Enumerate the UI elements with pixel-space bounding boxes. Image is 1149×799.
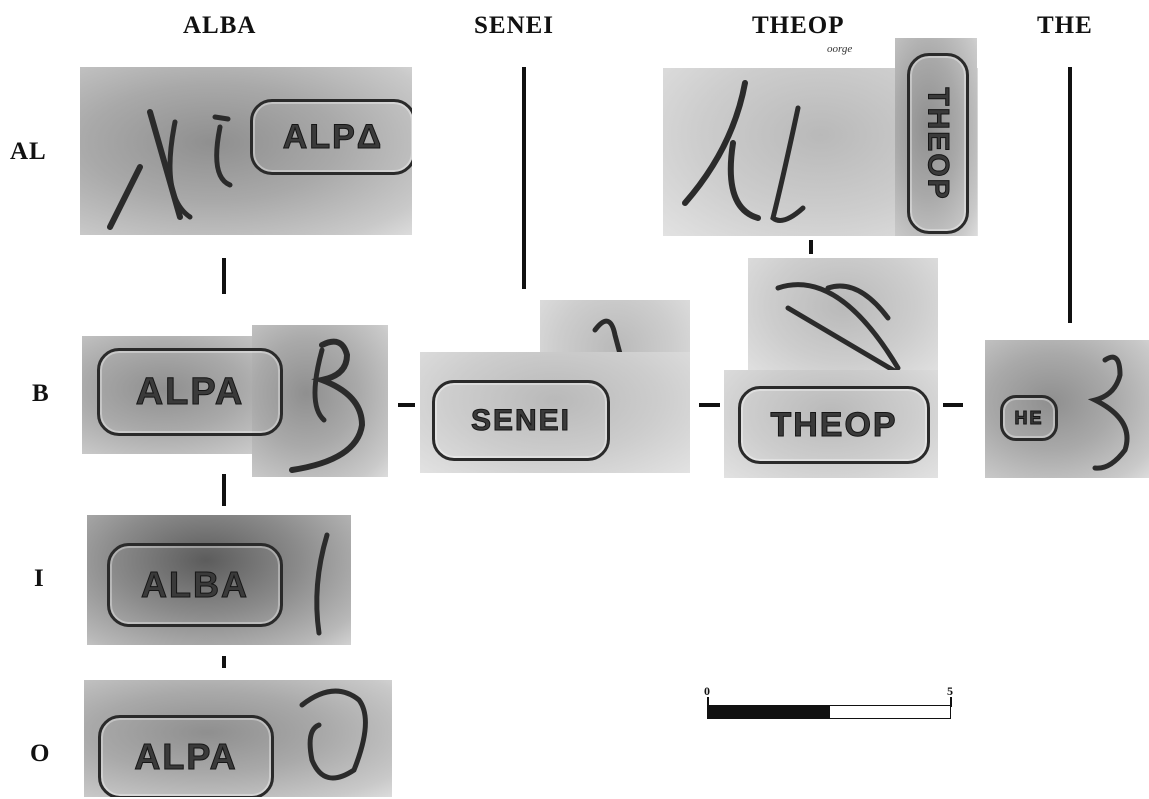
connector-b-senei-theop (699, 403, 720, 407)
scale-bar-white-segment (829, 705, 951, 719)
connector-b-theop-the (943, 403, 963, 407)
column-header-the: THE (1037, 12, 1093, 40)
scale-bar (707, 705, 951, 719)
stamp-text-theop-al: THEOP (921, 87, 955, 200)
column-header-senei: SENEI (474, 12, 554, 40)
stamp-cartouche-senei-b: SENEI (432, 380, 610, 461)
stamp-cartouche-the-b: HE (1000, 395, 1058, 441)
column-header-theop: THEOP (752, 12, 845, 40)
stamp-photo-alba-o: ALPA (84, 680, 392, 797)
handwritten-note-theop-al: oorge (827, 43, 852, 55)
row-header-i: I (34, 565, 45, 593)
connector-senei-vertical (522, 67, 526, 289)
connector-alba-i-o (222, 656, 226, 668)
scale-label-max: 5 (947, 684, 953, 699)
incised-letter-theop-b-glyph (748, 258, 938, 378)
stamp-photo-theop-al-ext: THEOP (895, 38, 977, 236)
scale-label-min: 0 (704, 684, 710, 699)
stamp-photo-theop-b (748, 258, 938, 378)
connector-theop-al-b (809, 240, 813, 254)
stamp-cartouche-alba-i: ALBA (107, 543, 283, 627)
scale-bar-black-segment (707, 705, 831, 719)
connector-alba-b-i (222, 474, 226, 506)
connector-alba-al-b (222, 258, 226, 294)
row-header-b: B (32, 380, 50, 408)
stamp-cartouche-theop-b: THEOP (738, 386, 930, 464)
stamp-cartouche-theop-al: THEOP (907, 53, 969, 234)
column-header-alba: ALBA (183, 12, 256, 40)
connector-b-alba-senei (398, 403, 415, 407)
row-header-o: O (30, 740, 50, 768)
stamp-photo-the-b: HE (985, 340, 1149, 478)
stamp-cartouche-alba-o: ALPA (98, 715, 274, 797)
stamp-photo-alba-i: ALBA (87, 515, 351, 645)
stamp-photo-alba-al: ALPΔ (80, 67, 412, 235)
stamp-cartouche-alba-al: ALPΔ (250, 99, 412, 175)
stamp-cartouche-alba-b: ALPA (97, 348, 283, 436)
connector-the-vertical (1068, 67, 1072, 323)
row-header-al: AL (10, 138, 47, 166)
